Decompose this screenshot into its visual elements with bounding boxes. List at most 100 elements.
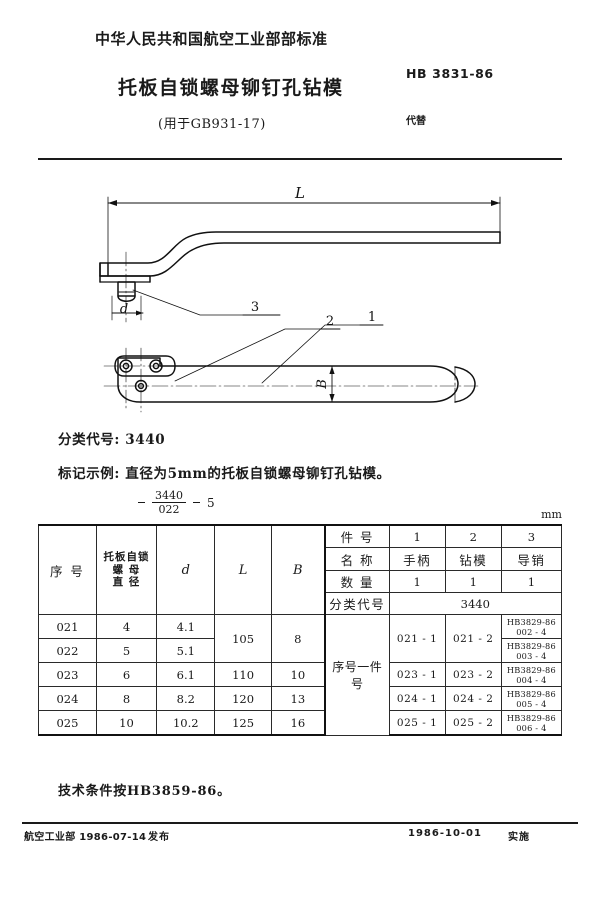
header-name: 名 称 <box>324 547 390 571</box>
cell-part-3: HB3829-86 004 - 4 <box>500 662 563 687</box>
cell-part-3-suffix: 003 - 4 <box>516 650 547 661</box>
cell-L: 105 <box>214 614 272 663</box>
cell-serial: 022 <box>38 638 97 663</box>
cell-d: 10.2 <box>156 710 216 736</box>
part-no-2: 2 <box>444 524 502 548</box>
cell-d: 8.2 <box>156 686 216 711</box>
marking-note: 标记示例: 直径为5mm的托板自锁螺母铆钉孔钻模。 <box>58 462 391 482</box>
header-nut-diameter-line1: 托板自锁 <box>103 550 150 563</box>
classification-value: 3440 <box>125 432 166 448</box>
qty-3: 1 <box>500 570 563 593</box>
serial-part-label: 序号一件号 <box>324 614 390 736</box>
class-code-value: 3440 <box>388 592 563 615</box>
part-name-2: 钻模 <box>444 547 502 571</box>
table-row: 021 4 4.1 105 8 序号一件号 021 - 1 021 - 2 HB… <box>38 614 563 736</box>
header-serial: 序 号 <box>38 524 97 615</box>
marking-label: 标记示例: <box>58 466 120 482</box>
cell-B: 16 <box>270 710 327 736</box>
cell-part-3-std: HB3829-86 <box>506 712 556 723</box>
cell-serial: 021 <box>38 614 97 639</box>
cell-nut-diameter: 8 <box>95 686 158 711</box>
cell-B: 13 <box>270 686 327 711</box>
cell-part-3-suffix: 002 - 4 <box>516 626 547 637</box>
cell-part-3-std: HB3829-86 <box>506 688 556 699</box>
standard-number: HB 3831-86 <box>406 66 494 81</box>
cell-part-1: 023 - 1 <box>388 662 446 687</box>
header-B: B <box>270 524 327 615</box>
designation-numerator: 3440 <box>152 490 186 503</box>
cell-nut-diameter: 10 <box>95 710 158 736</box>
cell-part-3-std: HB3829-86 <box>506 640 556 651</box>
marking-designation: 3440 022 5 <box>138 490 215 515</box>
footer-implement-label: 实施 <box>508 832 530 843</box>
callout-3-label: 3 <box>251 300 259 315</box>
technical-drawing: L d B 3 2 1 <box>0 170 600 420</box>
cell-part-3-suffix: 005 - 4 <box>516 698 547 709</box>
cell-L: 120 <box>214 686 272 711</box>
cell-part-2: 021 - 2 <box>444 614 502 663</box>
marking-text: 直径为5mm的托板自锁螺母铆钉孔钻模。 <box>125 466 391 482</box>
cell-L: 125 <box>214 710 272 736</box>
classification-note: 分类代号: 3440 <box>58 428 165 448</box>
cell-part-2: 023 - 2 <box>444 662 502 687</box>
drawing-svg: L d B 3 2 1 <box>99 184 501 413</box>
cell-part-3: HB3829-86 002 - 4 <box>500 614 563 639</box>
page-title: 托板自锁螺母铆钉孔钻模 <box>118 77 344 99</box>
header-divider <box>38 158 562 160</box>
table-row: 025 10 10.2 125 16 025 - 1 025 - 2 HB382… <box>38 710 563 736</box>
cell-serial: 024 <box>38 686 97 711</box>
cell-d: 4.1 <box>156 614 216 639</box>
cell-nut-diameter: 5 <box>95 638 158 663</box>
callout-2-label: 2 <box>326 314 334 329</box>
qty-1: 1 <box>388 570 446 593</box>
footer-implement-date: 1986-10-01 <box>408 828 482 839</box>
part-no-1: 1 <box>388 524 446 548</box>
cell-part-1: 024 - 1 <box>388 686 446 711</box>
header-quantity: 数 量 <box>324 570 390 593</box>
cell-part-2: 024 - 2 <box>444 686 502 711</box>
cell-d: 5.1 <box>156 638 216 663</box>
cell-part-1: 021 - 1 <box>388 614 446 663</box>
page-subtitle: (用于GB931-17) <box>158 117 266 132</box>
table-header-row-2: 名 称 手柄 钻模 导销 <box>39 547 563 571</box>
cell-d: 6.1 <box>156 662 216 687</box>
replaces-label: 代替 <box>406 116 426 127</box>
cell-part-1: 025 - 1 <box>388 710 446 736</box>
cell-nut-diameter: 4 <box>95 614 158 639</box>
cell-part-3-suffix: 004 - 4 <box>516 674 547 685</box>
dim-length-label: L <box>294 184 305 202</box>
cell-serial: 023 <box>38 662 97 687</box>
unit-label: mm <box>541 508 562 521</box>
issuing-organization: 中华人民共和国航空工业部部标准 <box>95 30 328 48</box>
designation-right-dash <box>193 501 200 504</box>
cell-nut-diameter: 6 <box>95 662 158 687</box>
designation-denominator: 022 <box>158 502 180 516</box>
header-d: d <box>156 524 216 615</box>
cell-part-3: HB3829-86 003 - 4 <box>500 638 563 663</box>
footer-issuer: 航空工业部 1986-07-14 <box>24 832 147 843</box>
header-part-no: 件 号 <box>324 524 390 548</box>
header-class-code: 分类代号 <box>324 592 390 615</box>
cell-part-2: 025 - 2 <box>444 710 502 736</box>
callout-1-label: 1 <box>368 310 376 325</box>
specification-table: 序 号 托板自锁 螺 母 直 径 d L B 件 号 1 2 3 名 称 <box>38 524 563 736</box>
part-name-3: 导销 <box>500 547 563 571</box>
cell-part-3: HB3829-86 005 - 4 <box>500 686 563 711</box>
cell-part-3-std: HB3829-86 <box>506 664 556 675</box>
technical-condition-note: 技术条件按HB3859-86。 <box>58 784 231 799</box>
qty-2: 1 <box>444 570 502 593</box>
cell-part-3: HB3829-86 006 - 4 <box>500 710 563 736</box>
specification-table-wrapper: 序 号 托板自锁 螺 母 直 径 d L B 件 号 1 2 3 名 称 <box>38 524 563 736</box>
cell-L: 110 <box>214 662 272 687</box>
header-nut-diameter-line2: 螺 母 <box>112 563 141 576</box>
cell-part-3-std: HB3829-86 <box>506 616 556 627</box>
cell-part-3-suffix: 006 - 4 <box>516 722 547 733</box>
cell-serial: 025 <box>38 710 97 736</box>
dim-diameter-label: d <box>120 302 128 317</box>
table-header-row-3: 数 量 1 1 1 <box>39 570 563 593</box>
cell-B: 10 <box>270 662 327 687</box>
designation-size: 5 <box>207 495 215 510</box>
header-nut-diameter: 托板自锁 螺 母 直 径 <box>95 524 158 615</box>
header-nut-diameter-line3: 直 径 <box>112 576 141 589</box>
